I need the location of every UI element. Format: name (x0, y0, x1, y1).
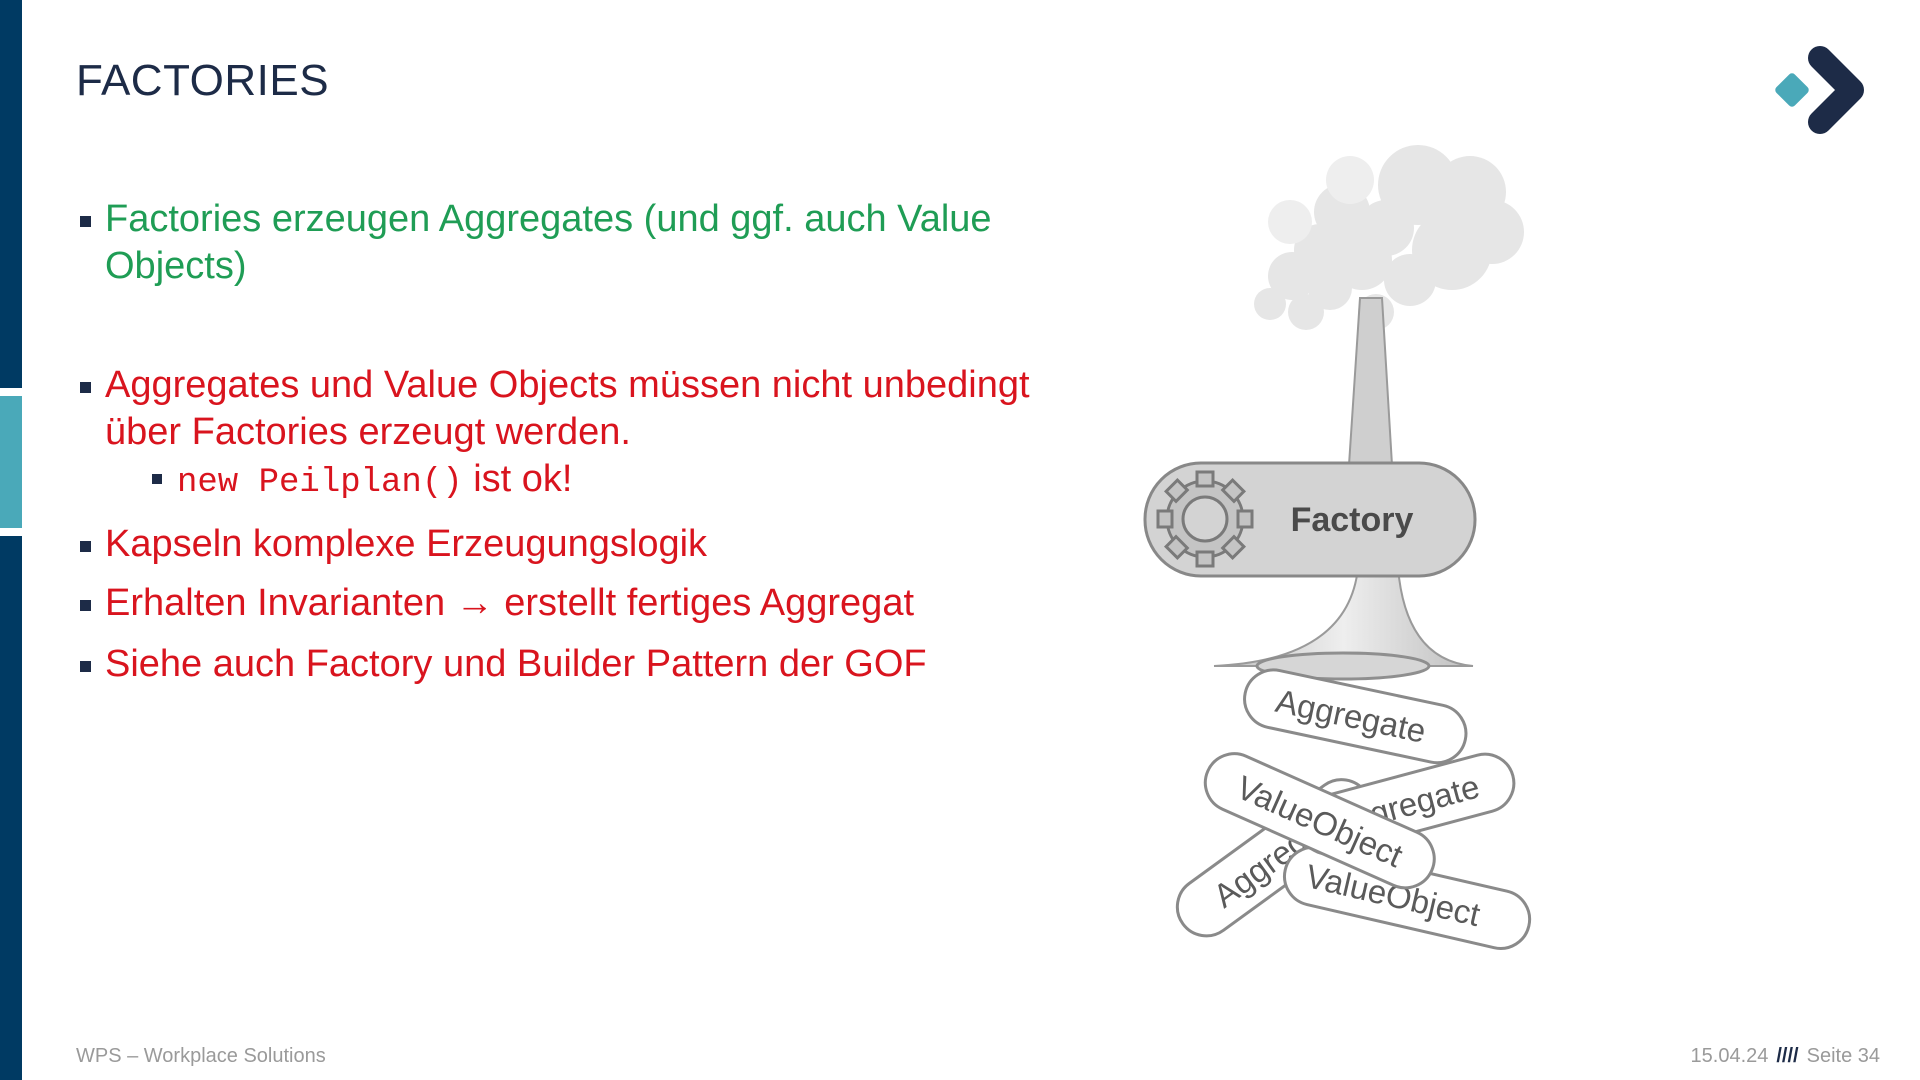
bullet-text: Erhalten Invarianten (105, 582, 456, 624)
footer-company: WPS – Workplace Solutions (76, 1045, 326, 1067)
bullet-item: Siehe auch Factory und Builder Pattern d… (80, 641, 1040, 688)
bullet-square-icon (80, 600, 91, 611)
bullet-square-icon (80, 541, 91, 552)
sub-bullet-item: new Peilplan() ist ok! (152, 456, 1040, 507)
bullet-square-icon (80, 382, 91, 393)
funnel-icon (1213, 567, 1474, 667)
sidebar-accent-middle (0, 396, 22, 528)
bullet-item: Factories erzeugen Aggregates (und ggf. … (80, 196, 1040, 290)
bullet-item: Erhalten Invarianten → erstellt fertiges… (80, 580, 1040, 627)
sidebar-accent-top (0, 0, 22, 388)
arrow-right-icon: → (455, 582, 494, 624)
bullet-square-icon (152, 474, 162, 484)
factory-label: Factory (1291, 501, 1414, 539)
bullet-text: Aggregates und Value Objects müssen nich… (105, 364, 1030, 453)
smoke-cloud-icon (1254, 145, 1524, 330)
code-snippet: new Peilplan() (177, 464, 463, 502)
footer-separator: //// (1776, 1045, 1799, 1067)
footer-page-number: Seite 34 (1806, 1045, 1880, 1067)
bullet-text: erstellt fertiges Aggregat (493, 582, 915, 624)
bullet-text: Siehe auch Factory und Builder Pattern d… (105, 643, 927, 685)
footer-date: 15.04.24 (1690, 1045, 1769, 1067)
wps-logo-icon (1775, 46, 1864, 134)
bullet-text: ist ok! (462, 458, 573, 500)
sidebar-accent-bottom (0, 536, 22, 1080)
bullet-text: Kapseln komplexe Erzeugungslogik (105, 523, 708, 565)
bullet-square-icon (80, 216, 91, 227)
slide-title: FACTORIES (76, 56, 330, 105)
factory-diagram: Factory Aggregate ValueObject Aggregate … (1143, 145, 1532, 950)
footer-meta: 15.04.24 //// Seite 34 (1691, 1045, 1880, 1068)
bullet-item: Aggregates und Value Objects müssen nich… (80, 362, 1040, 456)
bullet-square-icon (80, 661, 91, 672)
gear-icon (1156, 470, 1254, 568)
bullet-text: Factories erzeugen Aggregates (und ggf. … (105, 198, 992, 287)
bullet-item: Kapseln komplexe Erzeugungslogik (80, 521, 1040, 568)
bullet-list: Factories erzeugen Aggregates (und ggf. … (80, 196, 1040, 688)
